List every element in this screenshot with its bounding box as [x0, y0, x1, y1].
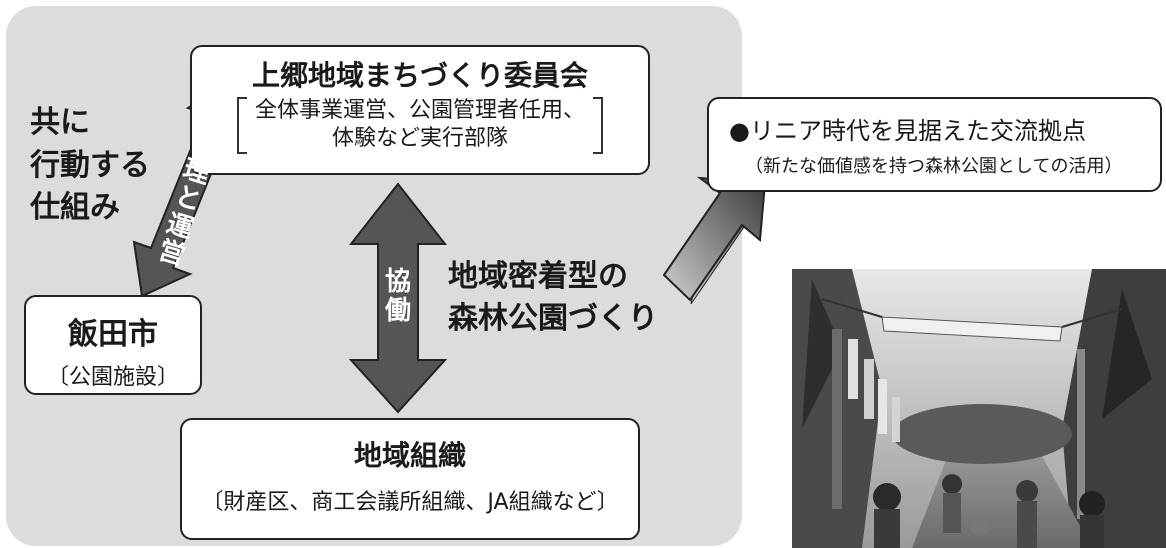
mid-label-line2: 森林公園づくり	[448, 301, 658, 336]
committee-detail: 全体事業運営、公園管理者任用、 体験など実行部隊	[231, 96, 609, 154]
side-label-line1: 共に	[30, 105, 90, 140]
kyodo-arrow	[348, 182, 448, 414]
org-box: 地域組織 〔財産区、商工会議所組織、JA組織など〕	[180, 418, 640, 540]
side-label: 共に 行動する 仕組み	[30, 102, 150, 230]
linear-box: ●リニア時代を見据えた交流拠点 （新たな価値感を持つ森林公園としての活用）	[707, 97, 1162, 192]
city-title: 飯田市	[68, 317, 158, 352]
kyodo-arrow-label: 協 働	[380, 268, 416, 325]
right-bracket	[593, 96, 603, 154]
city-detail: 〔公園施設〕	[46, 365, 179, 390]
linear-main: ●リニア時代を見据えた交流拠点	[729, 117, 1086, 145]
kyodo-char-1: 協	[384, 267, 411, 297]
park-event-photo	[792, 269, 1166, 548]
org-title: 地域組織	[353, 439, 466, 472]
committee-detail-line2: 体験など実行部隊	[331, 126, 508, 152]
side-label-line3: 仕組み	[30, 190, 120, 226]
linear-sub: （新たな価値感を持つ森林公園としての活用）	[745, 156, 1123, 177]
side-label-line2: 行動する	[30, 147, 150, 183]
city-box: 飯田市 〔公園施設〕	[24, 295, 202, 395]
committee-detail-line1: 全体事業運営、公園管理者任用、	[254, 97, 585, 123]
linear-arrow-shaft	[662, 176, 767, 302]
photo-illustration	[792, 269, 1166, 548]
org-detail: 〔財産区、商工会議所組織、JA組織など〕	[201, 490, 619, 515]
mid-label-line1: 地域密着型の	[448, 259, 628, 294]
mid-label: 地域密着型の 森林公園づくり	[448, 256, 658, 340]
left-bracket	[236, 96, 247, 154]
kyodo-char-2: 働	[384, 295, 411, 326]
committee-box: 上郷地域まちづくり委員会 全体事業運営、公園管理者任用、 体験など実行部隊	[190, 45, 650, 175]
committee-title: 上郷地域まちづくり委員会	[251, 59, 588, 92]
